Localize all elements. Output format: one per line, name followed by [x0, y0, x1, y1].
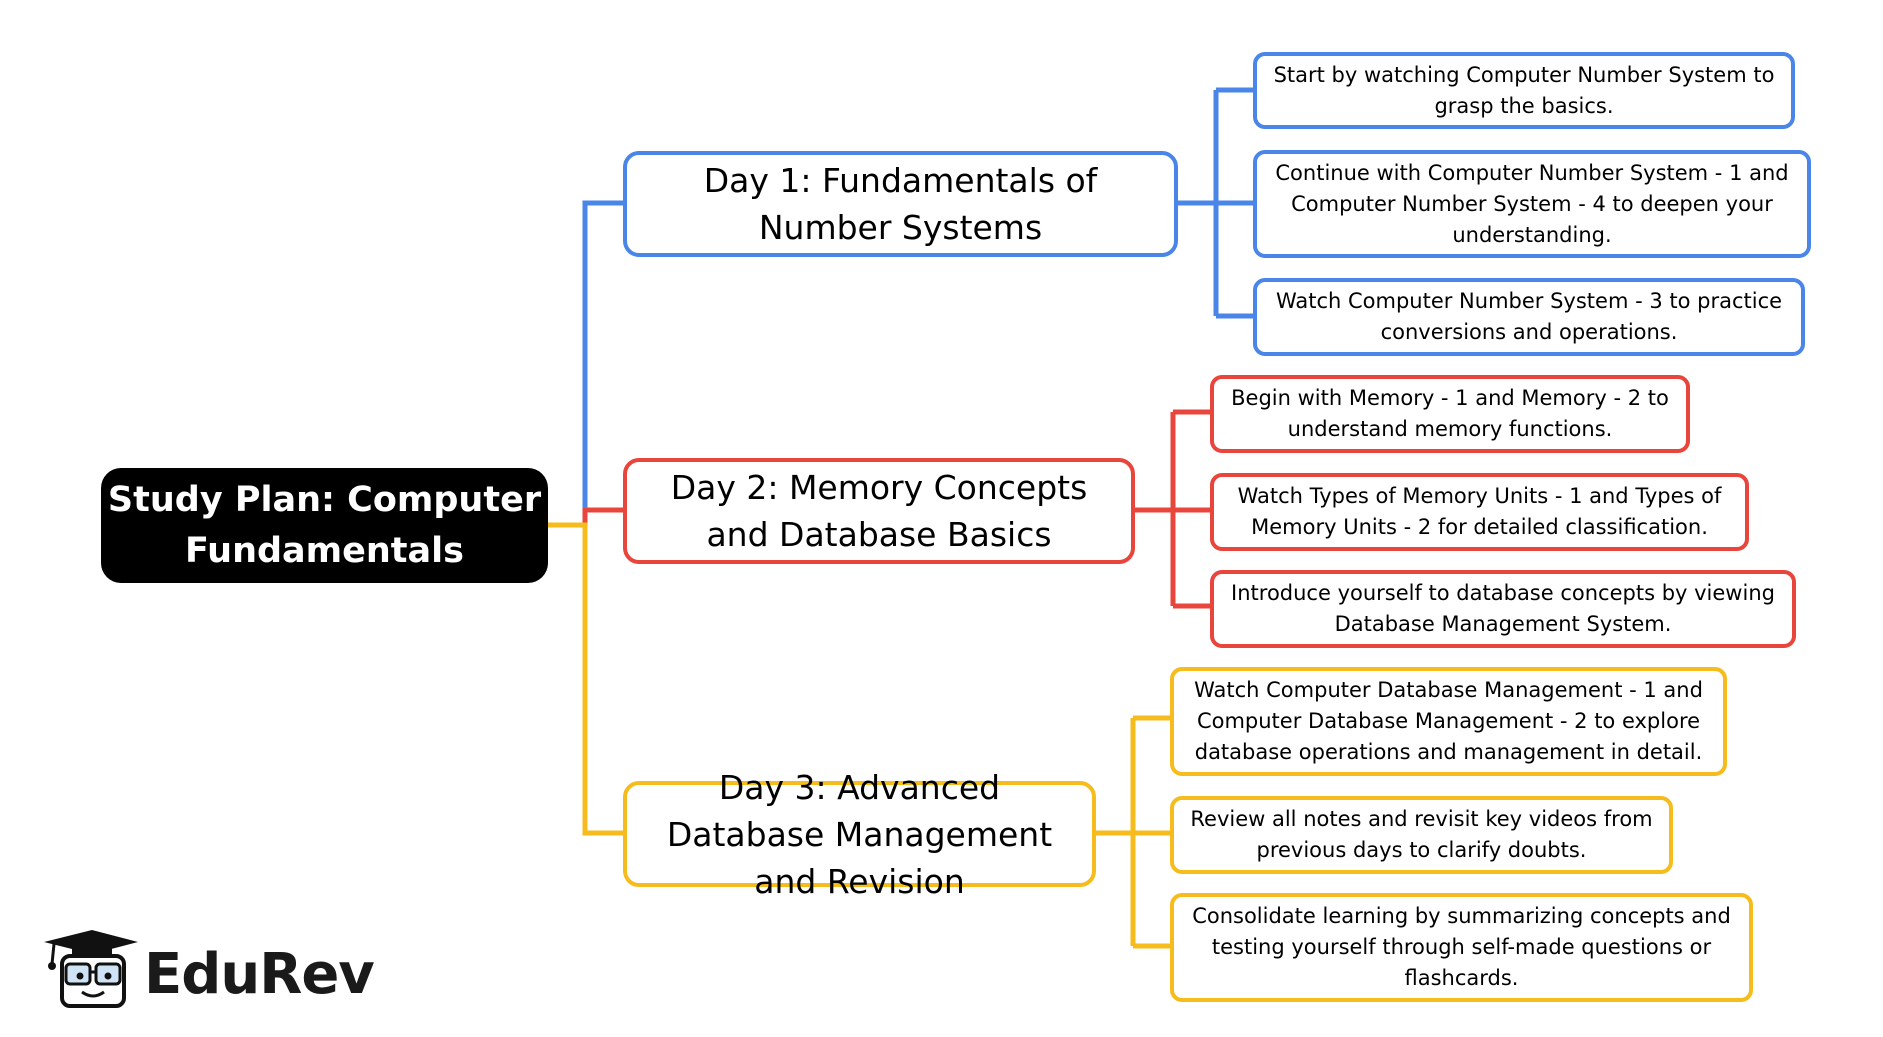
- connector-root-day3: [548, 522, 623, 836]
- connector-day3-tasks: [1094, 715, 1170, 949]
- day-3-title: Day 3: Advanced Database Management and …: [666, 767, 1053, 901]
- day-3-task-2: Review all notes and revisit key videos …: [1170, 796, 1673, 874]
- root-title: Study Plan: Computer Fundamentals: [107, 479, 542, 571]
- day-2-title: Day 2: Memory Concepts and Database Basi…: [670, 468, 1088, 554]
- task-text: Begin with Memory - 1 and Memory - 2 to …: [1231, 386, 1669, 441]
- connector-day2-tasks: [1133, 409, 1210, 609]
- day-2-task-2: Watch Types of Memory Units - 1 and Type…: [1210, 473, 1749, 551]
- day-1-node: Day 1: Fundamentals of Number Systems: [623, 151, 1178, 257]
- connector-root-day1: [582, 200, 623, 508]
- brand-name: EduRev: [144, 942, 375, 1007]
- graduation-cap-mascot-icon: [44, 930, 138, 1008]
- task-text: Start by watching Computer Number System…: [1273, 62, 1775, 118]
- root-node: Study Plan: Computer Fundamentals: [101, 468, 548, 583]
- task-text: Watch Computer Database Management - 1 a…: [1194, 678, 1703, 764]
- day-3-task-3: Consolidate learning by summarizing conc…: [1170, 893, 1753, 1002]
- day-2-task-3: Introduce yourself to database concepts …: [1210, 570, 1796, 648]
- day-2-task-1: Begin with Memory - 1 and Memory - 2 to …: [1210, 375, 1690, 453]
- day-1-title: Day 1: Fundamentals of Number Systems: [703, 161, 1098, 247]
- connector-day1-tasks: [1177, 87, 1253, 319]
- day-3-task-1: Watch Computer Database Management - 1 a…: [1170, 667, 1727, 776]
- day-3-node: Day 3: Advanced Database Management and …: [623, 768, 1096, 901]
- task-text: Review all notes and revisit key videos …: [1190, 807, 1653, 862]
- day-2-node: Day 2: Memory Concepts and Database Basi…: [623, 458, 1135, 564]
- task-text: Consolidate learning by summarizing conc…: [1192, 904, 1731, 990]
- task-text: Watch Types of Memory Units - 1 and Type…: [1237, 484, 1722, 539]
- day-1-task-3: Watch Computer Number System - 3 to prac…: [1253, 278, 1805, 356]
- task-text: Watch Computer Number System - 3 to prac…: [1275, 289, 1783, 344]
- task-text: Introduce yourself to database concepts …: [1231, 581, 1775, 636]
- day-1-task-1: Start by watching Computer Number System…: [1253, 52, 1795, 129]
- task-text: Continue with Computer Number System - 1…: [1275, 160, 1789, 247]
- day-1-task-2: Continue with Computer Number System - 1…: [1253, 150, 1811, 258]
